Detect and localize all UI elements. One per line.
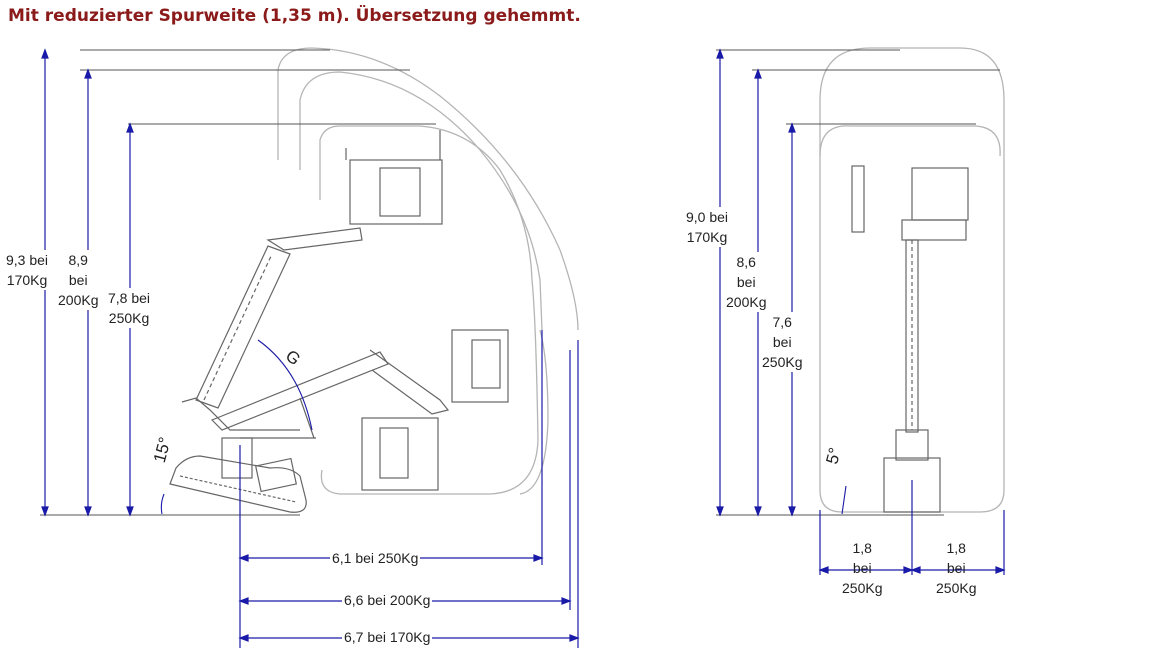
side-reach-label-200kg: 6,6 bei 200Kg	[342, 590, 433, 610]
front-working-envelope	[819, 47, 1005, 513]
side-reach-label-170kg: 6,7 bei 170Kg	[342, 627, 433, 647]
front-angle-arc	[841, 485, 847, 515]
side-working-envelope	[277, 47, 579, 495]
side-height-ref-lines	[40, 49, 436, 516]
front-width-dimension-lines	[818, 480, 1006, 575]
side-angle-arc	[160, 339, 313, 515]
front-height-ref-lines	[716, 49, 1000, 516]
side-machine	[169, 130, 509, 513]
side-reach-label-250kg: 6,1 bei 250Kg	[330, 548, 421, 568]
page-title: Mit reduzierter Spurweite (1,35 m). Über…	[8, 6, 581, 26]
front-machine	[851, 165, 969, 513]
